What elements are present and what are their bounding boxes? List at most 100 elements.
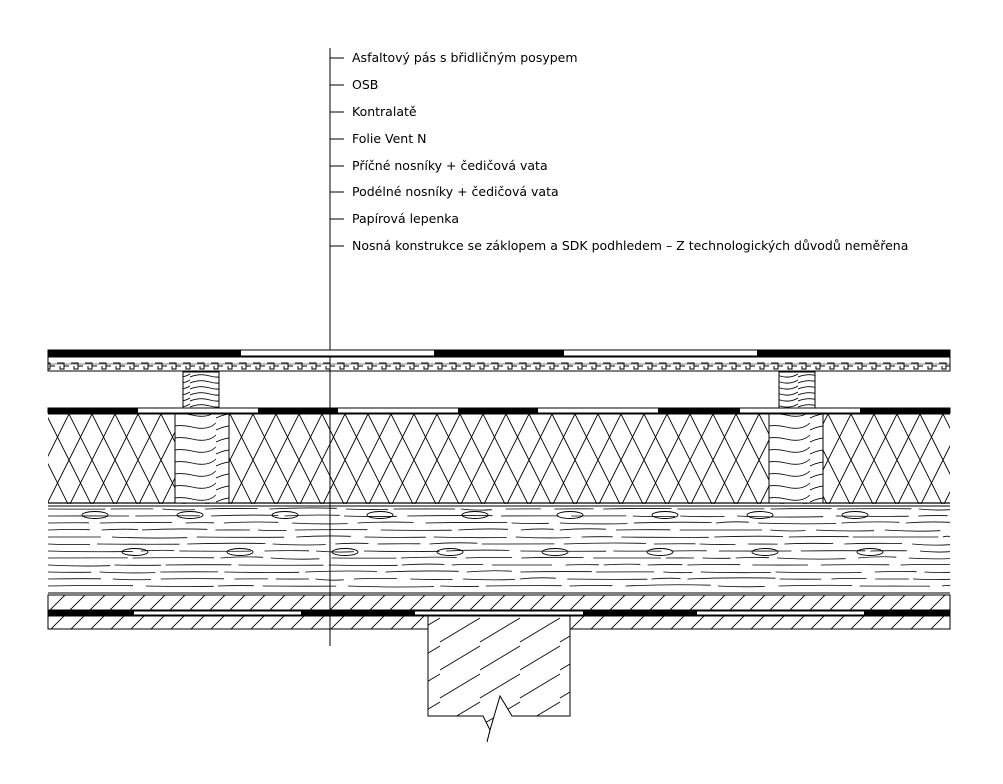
grain-stroke [912,543,951,546]
grain-stroke [777,557,846,560]
grain-stroke [520,528,554,531]
grain-stroke [519,577,556,580]
grain-stroke [778,584,853,587]
grain-stroke [663,571,693,574]
grain-stroke [47,543,91,546]
wood-knot [746,511,774,519]
grain-stroke [401,563,445,566]
grain-stroke [458,528,509,531]
grain-stroke [465,556,513,559]
grain-stroke [918,508,951,511]
label-paper-board: Papírová lepenka [352,211,459,226]
grain-stroke [603,563,641,566]
grain-stroke [680,515,725,518]
layer-cross-joists-insulation [48,413,950,504]
grain-stroke [841,521,900,524]
grain-stroke [717,585,765,588]
layer-structure-membrane [47,610,951,616]
grain-stroke [99,571,156,574]
wood-knot [856,548,884,556]
grain-stroke [347,585,435,588]
layer-counter-battens [182,371,816,409]
grain-stroke [715,521,749,524]
grain-stroke [844,542,903,545]
counter-batten [778,371,816,409]
wood-knot [541,548,569,556]
label-asphalt-shingle: Asfaltový pás s břidličným posypem [352,50,578,65]
grain-stroke [515,536,571,539]
grain-stroke [220,556,264,559]
grain-stroke [385,570,459,573]
grain-stroke [603,508,672,510]
counter-batten [182,371,220,409]
wood-knot [651,511,679,519]
label-vent-foil: Folie Vent N [352,131,426,146]
grain-stroke [433,536,507,539]
grain-stroke [101,528,138,531]
grain-stroke [451,563,484,566]
wood-knot [366,511,394,519]
grain-stroke [112,578,152,581]
label-counter-battens: Kontralatě [352,104,417,119]
grain-stroke [942,535,951,538]
grain-stroke [270,557,320,560]
label-cross-joists: Příčné nosníky + čedičová vata [352,158,548,173]
grain-stroke [357,521,414,524]
grain-stroke [141,528,208,531]
layer-asphalt-shingle [47,349,951,357]
grain-stroke [140,549,175,552]
wood-knot [331,548,359,556]
wood-knot [81,511,109,519]
grain-stroke [47,564,111,567]
wood-knot [271,511,299,519]
grain-stroke [737,515,824,518]
grain-stroke [687,577,776,580]
grain-stroke [296,535,351,538]
grain-stroke [211,514,279,517]
grain-stroke [905,521,951,524]
grain-stroke [460,508,492,511]
grain-stroke [162,508,196,511]
grain-stroke [559,528,606,531]
label-osb: OSB [352,77,378,92]
grain-stroke [633,521,712,524]
layer-load-bearing-structure [47,615,951,743]
grain-stroke [466,570,512,573]
grain-stroke [816,529,875,532]
grain-stroke [699,543,736,545]
grain-stroke [315,578,344,581]
grain-stroke [258,529,287,532]
wood-knot [751,548,779,556]
grain-stroke [770,529,806,532]
grain-stroke [563,542,647,545]
break-line [486,729,491,743]
wood-knot [646,548,674,556]
grain-stroke [400,556,457,559]
wood-knot [436,548,464,556]
grain-stroke [651,577,681,580]
label-longitudinal-joists: Podélné nosníky + čedičová vata [352,184,559,199]
grain-stroke [884,529,941,532]
grain-stroke [99,522,173,524]
wood-knot [226,548,254,556]
grain-stroke [463,578,515,581]
layer-longitudinal-joists [47,505,951,594]
wood-knot [841,511,869,519]
grain-stroke [425,522,508,524]
wood-knot [121,548,149,556]
grain-stroke [446,549,510,552]
grain-stroke [47,550,133,553]
grain-stroke [335,542,369,545]
grain-stroke [223,521,279,524]
grain-stroke [908,557,951,560]
grain-stroke [284,514,340,517]
grain-stroke [900,563,951,566]
grain-stroke [758,522,837,525]
grain-stroke [784,542,834,545]
grain-stroke [316,550,354,553]
grain-stroke [831,577,867,580]
layer-vent-foil [47,407,951,414]
grain-stroke [410,578,453,580]
grain-stroke [111,536,188,539]
